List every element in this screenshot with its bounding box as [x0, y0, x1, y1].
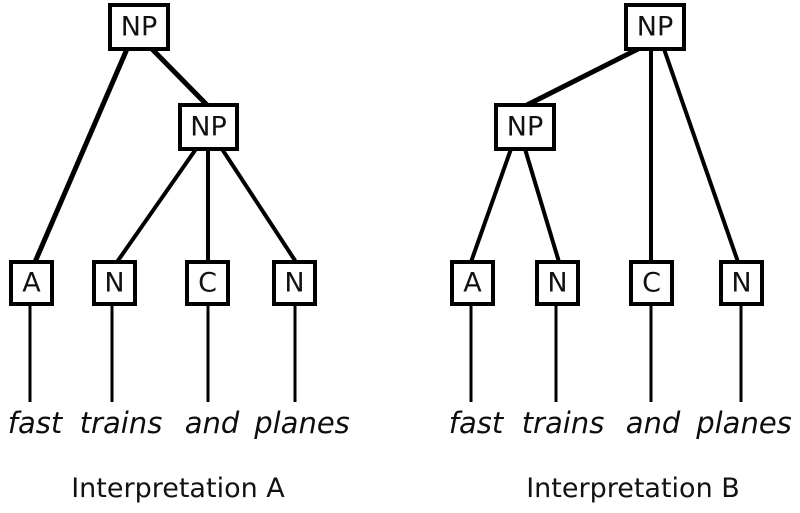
edge-b-edge-np-a [469, 148, 513, 263]
node-label-a-pos-c: C [198, 268, 217, 299]
node-label-b-np-root: NP [637, 12, 673, 43]
word-b-word-fast: fast [449, 406, 505, 440]
node-box-b-pos-n2 [719, 260, 764, 306]
caption-interpretation-b: Interpretation B [526, 473, 740, 504]
node-a-np-inner[interactable]: NP [178, 103, 239, 151]
node-b-pos-a[interactable]: A [450, 260, 495, 306]
node-box-a-pos-n1 [92, 260, 137, 306]
word-b-word-trains: trains [522, 406, 605, 440]
node-box-a-pos-a [9, 260, 54, 306]
node-b-np-root[interactable]: NP [624, 3, 686, 51]
edge-b-edge-root-n2 [662, 48, 740, 263]
node-label-a-pos-n1: N [104, 268, 124, 299]
word-a-word-trains: trains [80, 406, 163, 440]
node-a-pos-n1[interactable]: N [92, 260, 137, 306]
node-box-a-pos-c [185, 260, 230, 306]
edge-a-edge-root-np [150, 47, 209, 107]
node-box-b-pos-a [450, 260, 495, 306]
node-b-np-inner[interactable]: NP [494, 103, 556, 151]
word-b-word-and: and [626, 406, 681, 440]
edge-a-edge-root-a [32, 48, 130, 263]
node-label-b-pos-n2: N [731, 268, 751, 299]
node-box-b-np-inner [494, 103, 556, 151]
edge-a-edge-np-n1 [115, 147, 198, 264]
node-a-np-root[interactable]: NP [108, 3, 170, 51]
node-box-b-pos-n1 [535, 260, 580, 306]
node-a-pos-n2[interactable]: N [272, 260, 317, 306]
word-b-word-planes: planes [695, 406, 792, 440]
node-label-a-np-root: NP [121, 12, 157, 43]
node-label-b-pos-a: A [463, 268, 482, 299]
caption-interpretation-a: Interpretation A [71, 473, 285, 504]
edge-b-edge-root-np [525, 46, 640, 108]
node-a-pos-c[interactable]: C [185, 260, 230, 306]
node-box-b-np-root [624, 3, 686, 51]
word-a-word-planes: planes [253, 406, 350, 440]
node-box-a-pos-n2 [272, 260, 317, 306]
node-label-b-pos-n1: N [547, 268, 567, 299]
node-label-a-pos-a: A [22, 268, 41, 299]
node-label-a-pos-n2: N [284, 268, 304, 299]
node-box-a-np-root [108, 3, 170, 51]
word-a-word-fast: fast [8, 406, 64, 440]
word-a-word-and: and [185, 406, 240, 440]
node-label-b-np-inner: NP [507, 112, 543, 143]
node-a-pos-a[interactable]: A [9, 260, 54, 306]
edge-b-edge-np-n1 [523, 148, 561, 263]
node-b-pos-c[interactable]: C [629, 260, 674, 306]
node-label-a-np-inner: NP [190, 112, 226, 143]
node-box-a-np-inner [178, 103, 239, 151]
edge-a-edge-np-n2 [220, 147, 298, 264]
node-label-b-pos-c: C [642, 268, 661, 299]
node-b-pos-n1[interactable]: N [535, 260, 580, 306]
node-b-pos-n2[interactable]: N [719, 260, 764, 306]
node-box-b-pos-c [629, 260, 674, 306]
